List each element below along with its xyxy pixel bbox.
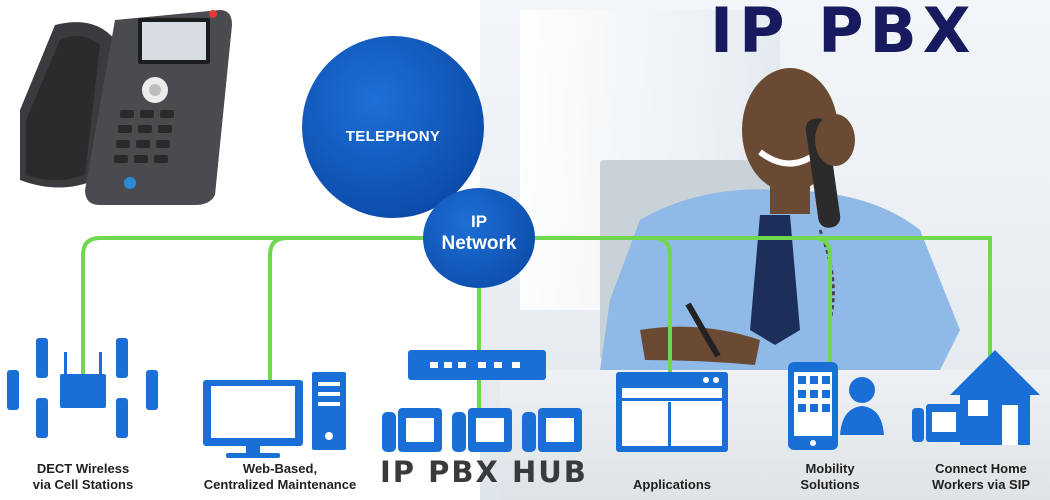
smartphone-icon bbox=[788, 362, 838, 450]
page-title: IP PBX bbox=[710, 0, 977, 67]
caption-mobility: Mobility Solutions bbox=[800, 461, 860, 492]
home-icon bbox=[950, 350, 1040, 445]
caption-dect: DECT Wireless via Cell Stations bbox=[32, 461, 134, 492]
ip-network-label-line2: Network bbox=[441, 233, 517, 254]
pbx-appliance-icon bbox=[408, 350, 546, 380]
server-tower-icon bbox=[312, 372, 346, 450]
telephony-label: TELEPHONY bbox=[345, 128, 441, 145]
caption-web-based: Web-Based, Centralized Maintenance bbox=[203, 461, 357, 492]
ip-phone-icon bbox=[382, 408, 582, 452]
application-window-icon bbox=[616, 372, 728, 452]
hub-label: IP PBX HUB bbox=[380, 455, 588, 489]
user-icon bbox=[840, 377, 884, 435]
desk-phone-icon bbox=[20, 10, 232, 205]
ip-network-label-line1: IP bbox=[470, 212, 488, 231]
businessman-illustration bbox=[600, 68, 960, 370]
ip-network-node: IP Network bbox=[423, 188, 535, 288]
monitor-icon bbox=[203, 380, 303, 458]
telephony-node: TELEPHONY bbox=[302, 36, 484, 218]
caption-home-workers: Connect Home Workers via SIP bbox=[931, 461, 1031, 492]
cell-station-icon bbox=[60, 352, 106, 408]
home-phone-icon bbox=[912, 404, 962, 442]
dect-group bbox=[7, 338, 158, 438]
dect-phone-icon bbox=[7, 338, 158, 438]
caption-applications: Applications bbox=[632, 477, 711, 492]
